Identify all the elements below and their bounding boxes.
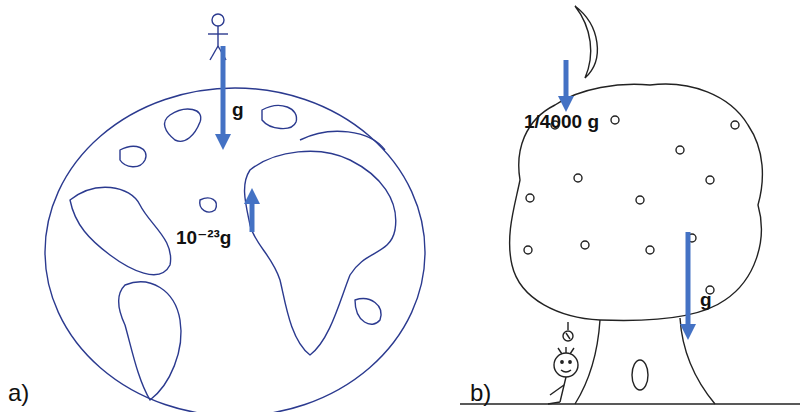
- force-arrows: [223, 46, 688, 332]
- panel-label: b): [470, 380, 491, 406]
- force-label: 10⁻²³g: [176, 228, 231, 249]
- force-label: 1/4000 g: [524, 112, 599, 133]
- moon-drawing: [575, 6, 597, 78]
- earth-drawing: [45, 88, 425, 412]
- force-label: g: [232, 100, 244, 121]
- tree-drawing: [460, 84, 800, 404]
- force-label: g: [700, 290, 712, 311]
- boy-figure: [548, 347, 578, 404]
- panel-label: a): [8, 380, 29, 406]
